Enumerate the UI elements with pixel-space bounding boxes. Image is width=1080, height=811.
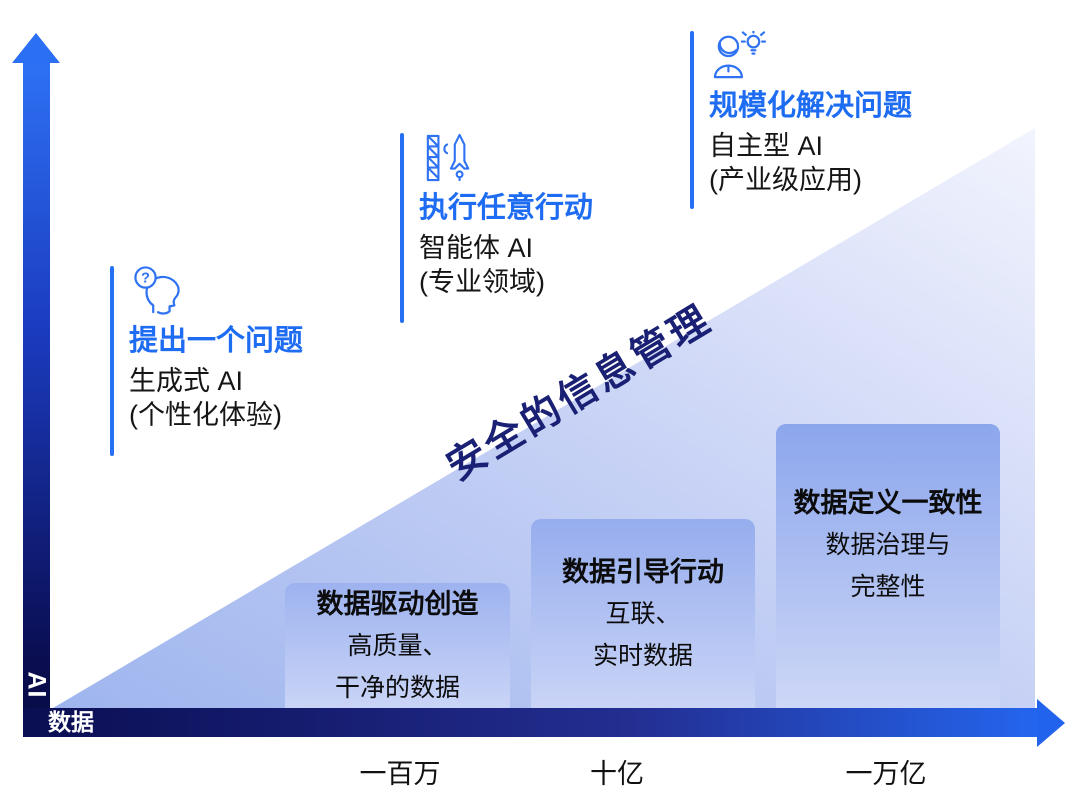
bar-line: 完整性 xyxy=(850,573,926,601)
y-axis-arrowhead-icon xyxy=(12,33,60,63)
bar-line: 数据治理与 xyxy=(825,531,951,559)
milestone-scope: (专业领域) xyxy=(419,267,545,297)
milestone-agentic-ai: 执行任意行动 智能体 AI (专业领域) xyxy=(400,133,593,323)
svg-text:?: ? xyxy=(141,270,150,286)
milestone-title: 执行任意行动 xyxy=(419,192,594,224)
accent-line xyxy=(400,133,404,323)
milestone-subtitle: 生成式 AI xyxy=(129,366,244,396)
y-axis-label: AI xyxy=(22,671,51,699)
bar-title: 数据定义一致性 xyxy=(793,488,983,518)
person-idea-icon xyxy=(713,31,767,79)
bar-title: 数据驱动创造 xyxy=(316,588,479,619)
tick-label-billion: 十亿 xyxy=(590,759,644,789)
milestone-title: 提出一个问题 xyxy=(129,325,304,357)
data-bar-quality: 数据驱动创造 高质量、 干净的数据 xyxy=(285,583,510,708)
x-axis-arrow xyxy=(23,708,1037,737)
bar-line: 高质量、 xyxy=(347,631,448,660)
milestone-scope: (个性化体验) xyxy=(129,400,282,430)
tick-label-trillion: 一万亿 xyxy=(845,759,927,789)
data-bar-governance: 数据定义一致性 数据治理与 完整性 xyxy=(776,424,1000,708)
bar-line: 实时数据 xyxy=(592,641,693,670)
milestone-generative-ai: ? 提出一个问题 生成式 AI (个性化体验) xyxy=(110,266,303,456)
accent-line xyxy=(110,266,114,456)
bar-line: 干净的数据 xyxy=(334,673,460,702)
rocket-launch-icon xyxy=(426,133,470,182)
data-bar-realtime: 数据引导行动 互联、 实时数据 xyxy=(531,519,755,708)
milestone-subtitle: 智能体 AI xyxy=(419,233,534,263)
bar-title: 数据引导行动 xyxy=(562,556,724,587)
accent-line xyxy=(690,31,694,209)
milestone-autonomous-ai: 规模化解决问题 自主型 AI (产业级应用) xyxy=(690,31,912,209)
milestone-scope: (产业级应用) xyxy=(709,165,862,195)
milestone-subtitle: 自主型 AI xyxy=(709,131,824,161)
x-axis-label: 数据 xyxy=(48,709,94,735)
bar-line: 互联、 xyxy=(605,599,681,628)
milestone-title: 规模化解决问题 xyxy=(709,90,913,122)
x-axis-arrowhead-icon xyxy=(1037,699,1065,747)
y-axis-arrow xyxy=(23,58,50,737)
tick-label-million: 一百万 xyxy=(359,759,441,789)
head-question-icon: ? xyxy=(134,266,180,315)
